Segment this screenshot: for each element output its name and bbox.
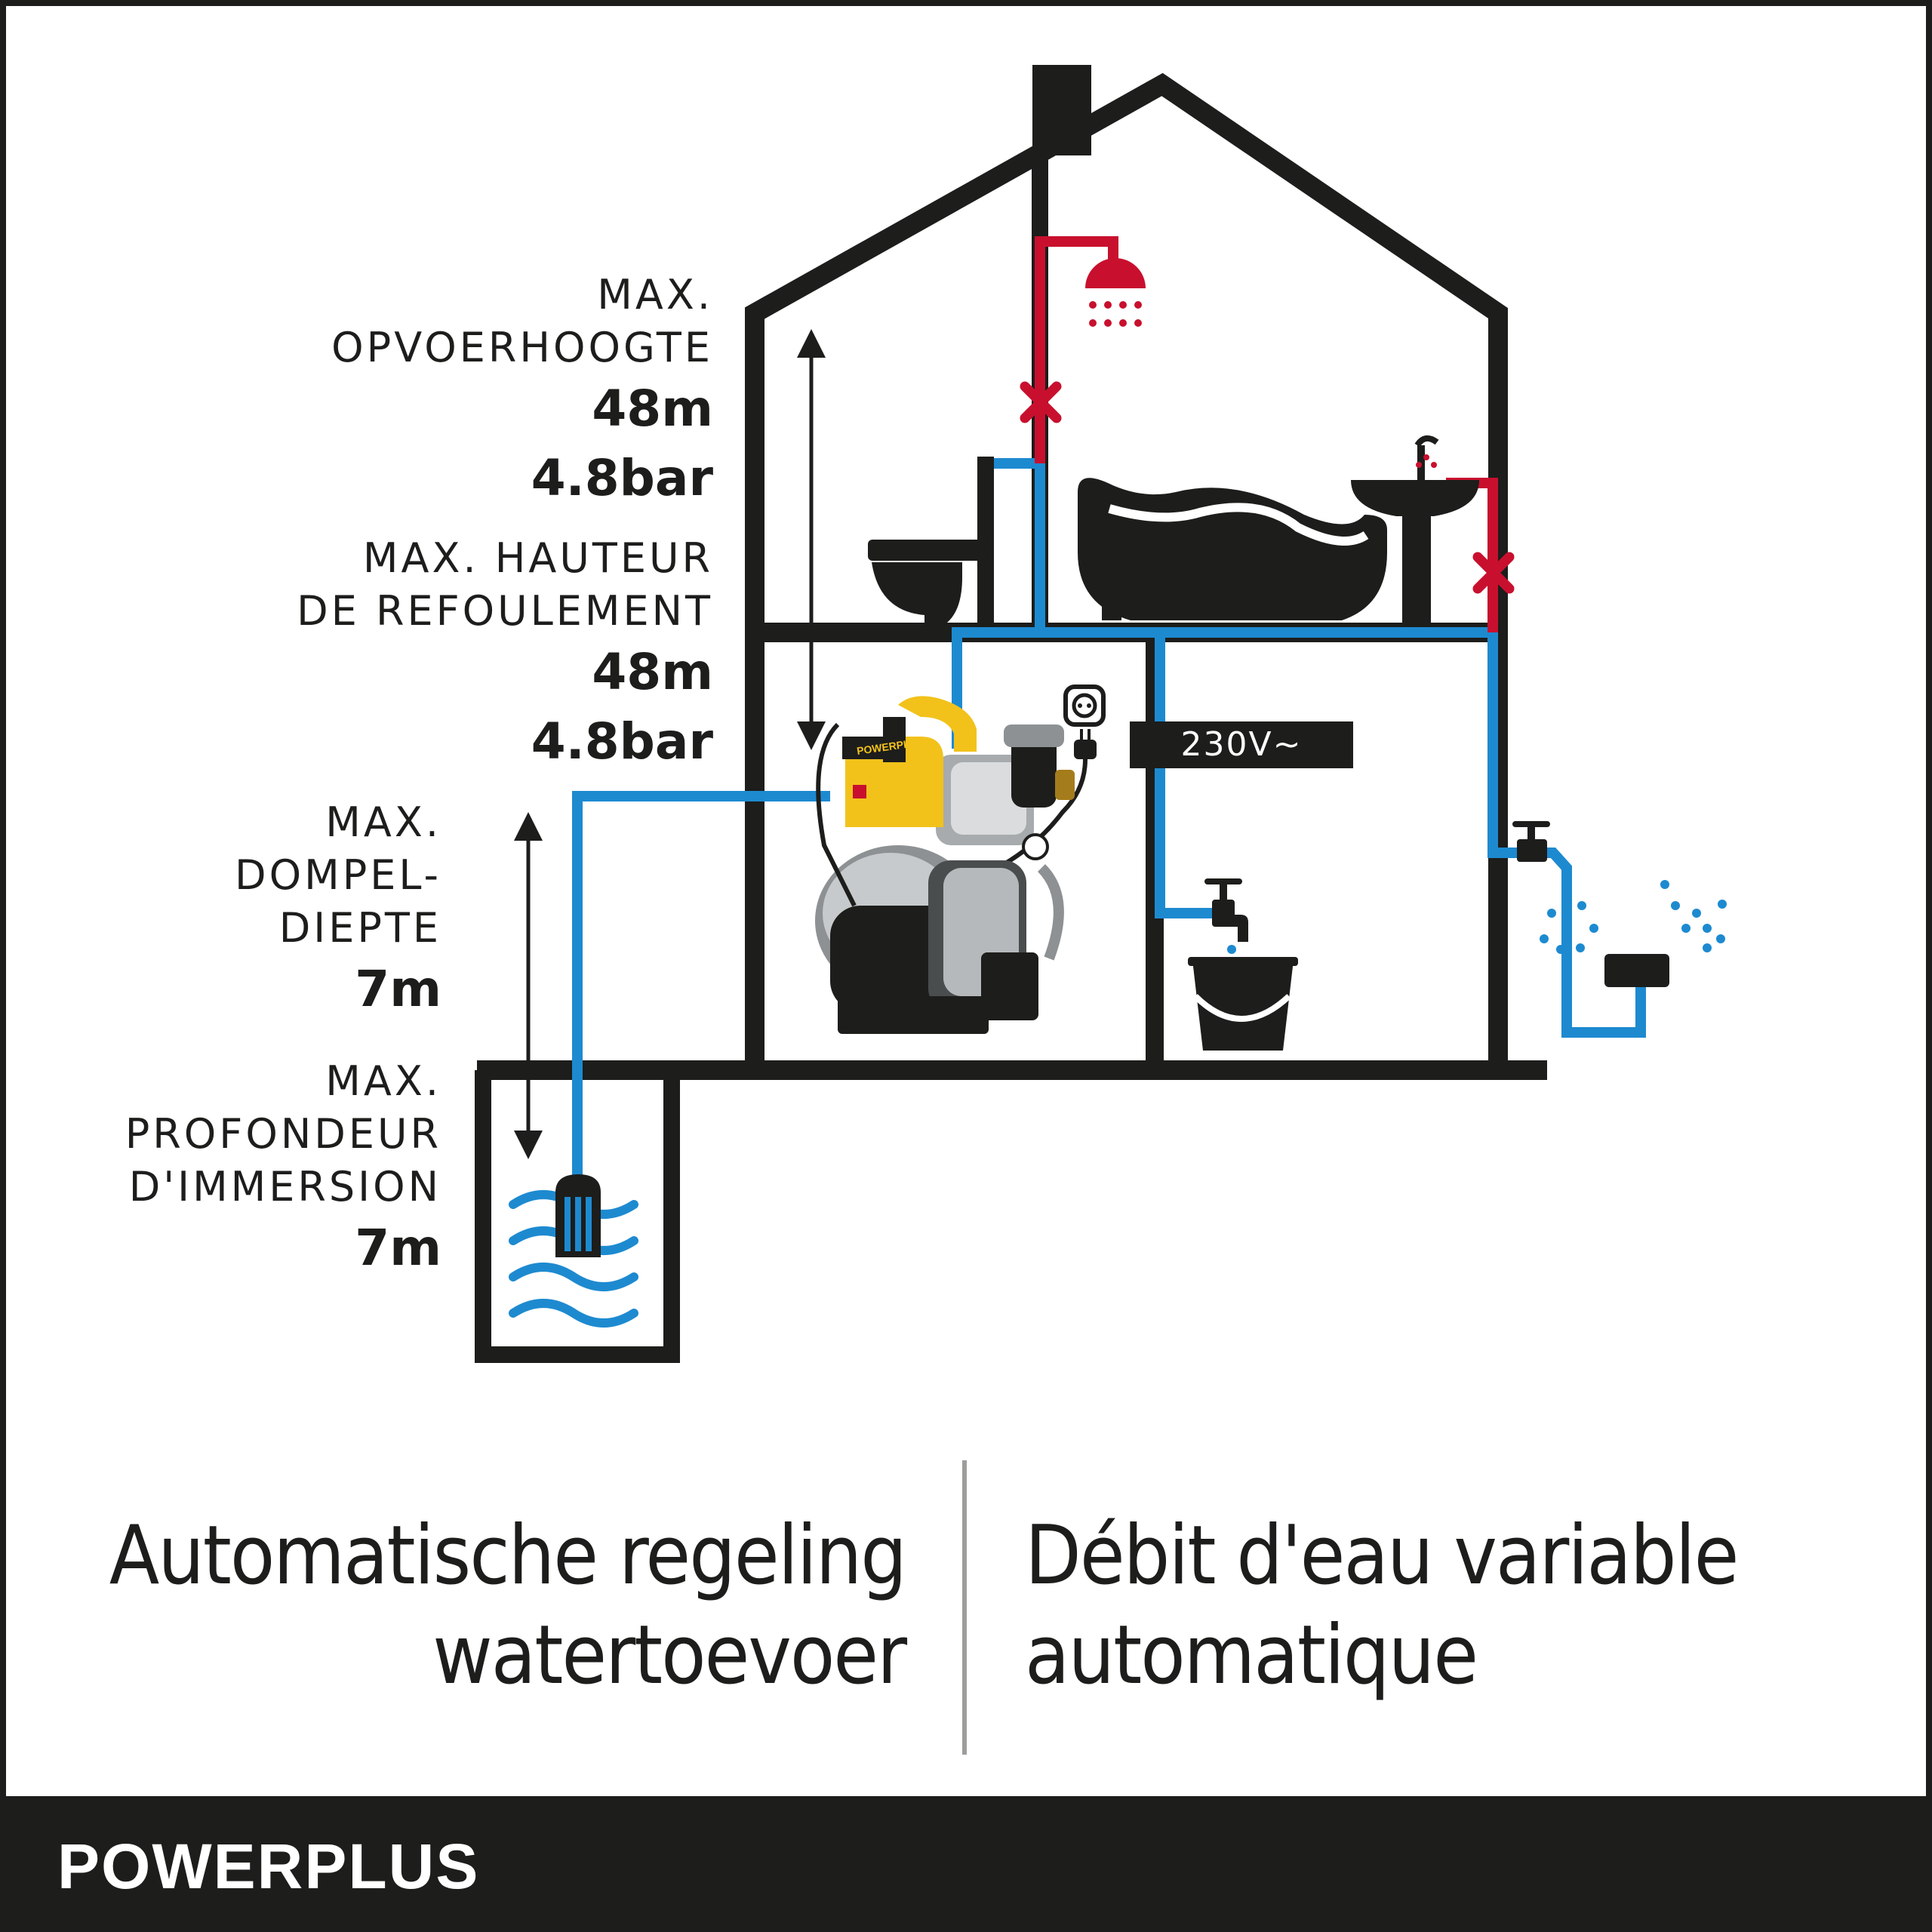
hauteur-title-1: MAX. HAUTEUR — [362, 534, 713, 582]
caption-divider — [962, 1460, 967, 1755]
caption-french: Débit d'eau variable automatique — [1025, 1506, 1739, 1706]
tap-icon — [1512, 821, 1550, 862]
image-frame — [0, 0, 1932, 1796]
water-drop — [1227, 945, 1236, 954]
profondeur-title-2: PROFONDEUR — [125, 1110, 441, 1158]
house-plumbing-diagram: POWERPLUS — [475, 65, 1727, 1363]
bucket-icon — [1188, 957, 1298, 1051]
shower-icon — [1085, 258, 1146, 327]
dompel-title-3: DIEPTE — [278, 904, 441, 952]
caption-french-line-2: automatique — [1025, 1608, 1478, 1703]
hauteur-height: 48m — [592, 643, 713, 701]
suction-filter-icon — [555, 1174, 601, 1257]
hauteur-title-2: DE REFOULEMENT — [297, 587, 713, 635]
toilet-icon — [868, 457, 994, 630]
dompel-title-2: DOMPEL- — [235, 851, 441, 899]
profondeur-depth: 7m — [355, 1219, 441, 1277]
opvoer-height: 48m — [592, 380, 713, 438]
caption-dutch-line-1: Automatische regeling — [109, 1509, 907, 1603]
dompel-block: MAX. DOMPEL- DIEPTE 7m — [235, 796, 441, 1024]
caption-dutch: Automatische regeling watertoevoer — [109, 1506, 907, 1706]
cold-water-pipes — [572, 458, 1646, 1191]
sink-icon — [1351, 435, 1479, 626]
hauteur-block: MAX. HAUTEUR DE REFOULEMENT 48m 4.8bar — [297, 532, 713, 777]
pump-illustration: POWERPLUS — [815, 696, 1075, 1034]
arrow-icon — [514, 812, 543, 1159]
dompel-title-1: MAX. — [325, 798, 441, 846]
caption-dutch-line-2: watertoevoer — [432, 1608, 907, 1703]
sink-spray — [1416, 454, 1437, 468]
socket-icon — [1063, 685, 1106, 727]
bathtub-icon — [1078, 478, 1387, 620]
sprinkler-icon — [1540, 878, 1727, 987]
valve-x-icon — [1472, 552, 1515, 594]
footer-bar — [0, 1796, 1932, 1932]
valve-x-icon — [1020, 381, 1062, 423]
profondeur-block: MAX. PROFONDEUR D'IMMERSION 7m — [125, 1055, 441, 1283]
brand-logo: POWERPLUS — [57, 1831, 480, 1902]
opvoer-block: MAX. OPVOERHOOGTE 48m 4.8bar — [331, 269, 713, 513]
opvoer-pressure: 4.8bar — [531, 449, 713, 507]
profondeur-title-1: MAX. — [325, 1057, 441, 1105]
hauteur-pressure: 4.8bar — [531, 712, 713, 771]
profondeur-title-3: D'IMMERSION — [128, 1163, 441, 1211]
water-waves-icon — [509, 1190, 638, 1327]
well-outline — [475, 1070, 680, 1363]
tap-icon — [1204, 878, 1248, 942]
opvoer-title-2: OPVOERHOOGTE — [331, 324, 713, 371]
dompel-depth: 7m — [355, 960, 441, 1018]
opvoer-title-1: MAX. — [597, 271, 713, 318]
caption-french-line-1: Débit d'eau variable — [1025, 1509, 1739, 1603]
arrow-icon — [797, 329, 826, 750]
voltage-label: 230V~ 50Hz — [1130, 721, 1353, 811]
